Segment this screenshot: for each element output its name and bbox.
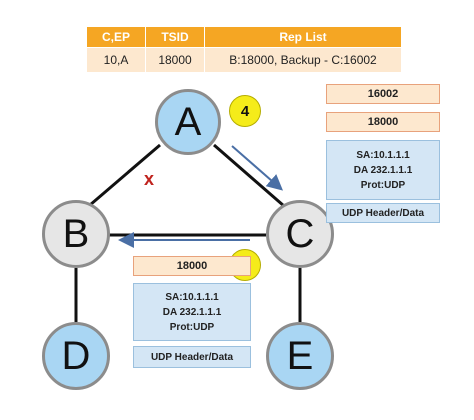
- cell-tsid: 18000: [145, 47, 205, 73]
- packet-b-da: DA 232.1.1.1: [162, 306, 222, 318]
- node-c: C: [266, 200, 334, 268]
- header-rep-list: Rep List: [204, 26, 402, 48]
- cell-rep-list: B:18000, Backup - C:16002: [204, 47, 402, 73]
- table-row: 10,A 18000 B:18000, Backup - C:16002: [86, 47, 402, 73]
- packet-b-prot: Prot:UDP: [169, 321, 215, 333]
- node-e-label: E: [286, 333, 314, 378]
- node-c-label: C: [285, 211, 315, 256]
- rep-list-table: C,EP TSID Rep List 10,A 18000 B:18000, B…: [86, 26, 402, 73]
- packet-c-payload: UDP Header/Data: [326, 203, 440, 223]
- packet-c-da: DA 232.1.1.1: [353, 164, 413, 176]
- packet-b-sa: SA:10.1.1.1: [165, 291, 219, 303]
- failure-mark: x: [144, 169, 155, 189]
- packet-c-sa: SA:10.1.1.1: [356, 149, 410, 161]
- packet-c-label-2: 18000: [326, 112, 440, 132]
- step-badge-4: 4: [229, 95, 261, 127]
- cell-cep: 10,A: [86, 47, 146, 73]
- table-header-row: C,EP TSID Rep List: [86, 26, 402, 48]
- packet-c-header: SA:10.1.1.1 DA 232.1.1.1 Prot:UDP: [326, 140, 440, 200]
- packet-b-header: SA:10.1.1.1 DA 232.1.1.1 Prot:UDP: [133, 283, 251, 341]
- packet-c-label-1: 16002: [326, 84, 440, 104]
- header-tsid: TSID: [145, 26, 205, 48]
- node-b-label: B: [62, 211, 90, 256]
- node-a: A: [155, 89, 221, 155]
- header-cep: C,EP: [86, 26, 146, 48]
- packet-c-prot: Prot:UDP: [360, 179, 406, 191]
- link-a-b: [89, 143, 161, 207]
- arrow-a-to-c: [231, 145, 284, 191]
- node-d-label: D: [61, 333, 91, 378]
- packet-b-label: 18000: [133, 256, 251, 276]
- packet-b-payload: UDP Header/Data: [133, 346, 251, 368]
- link-a-c: [213, 143, 285, 208]
- node-a-label: A: [174, 99, 202, 144]
- node-d: D: [42, 322, 110, 390]
- node-e: E: [266, 322, 334, 390]
- node-b: B: [42, 200, 110, 268]
